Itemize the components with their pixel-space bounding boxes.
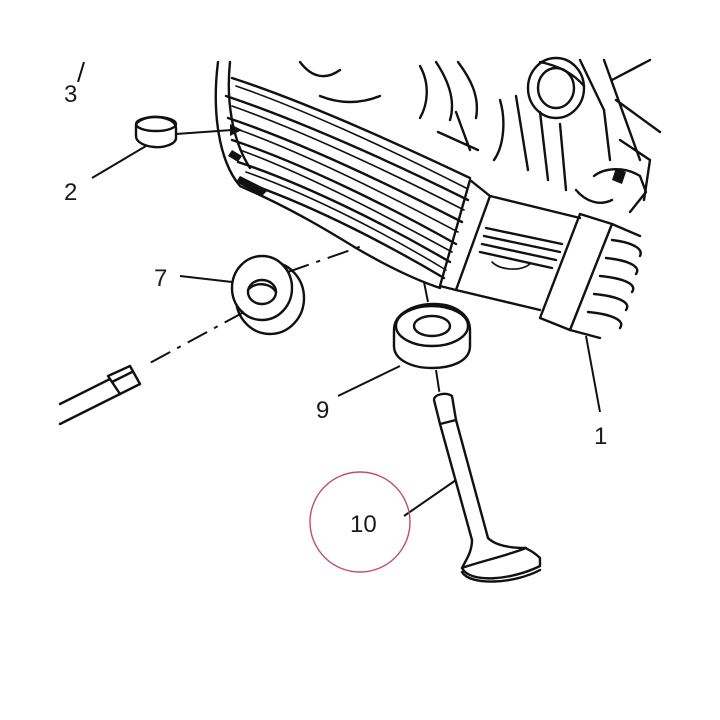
push-rod (58, 364, 142, 426)
callout-10: 10 (350, 511, 377, 538)
highlight-circle (309, 471, 411, 573)
part-10-valve (432, 392, 542, 583)
part-7-seal (147, 245, 363, 365)
callout-3: 3 (64, 81, 77, 108)
callout-9: 9 (316, 397, 329, 424)
callout-2: 2 (64, 179, 77, 206)
leader-lines (77, 61, 601, 517)
callout-7: 7 (154, 265, 167, 292)
part-2-cap (134, 115, 242, 149)
cylinder-head (214, 56, 662, 340)
callout-1: 1 (594, 423, 607, 450)
part-9-seat-ring (392, 281, 472, 397)
